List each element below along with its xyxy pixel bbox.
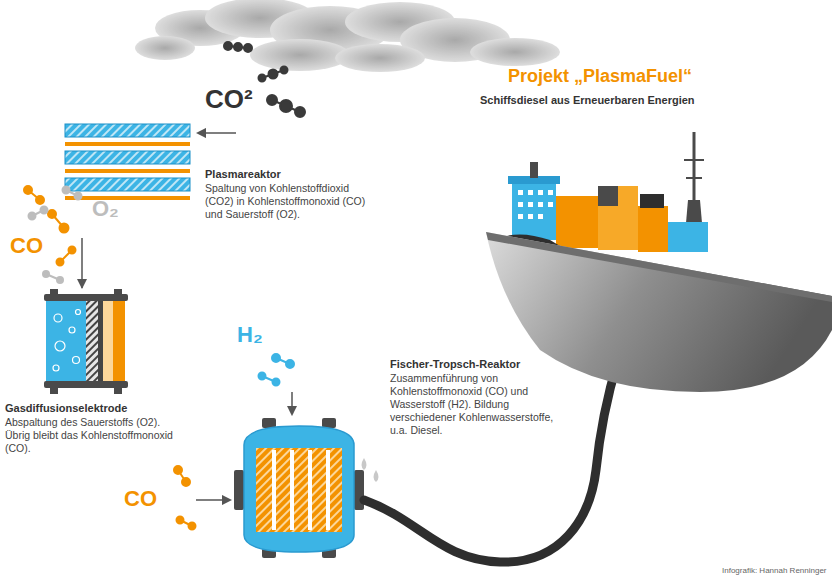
h2-molecules [259,354,295,386]
component-heading: Gasdiffusionselektrode [5,402,177,416]
text-block: Fischer-Tropsch-ReaktorZusammenführung v… [390,356,570,437]
o2-label: O₂ [92,196,119,222]
co-molecules [174,466,196,530]
text-block: GasdiffusionselektrodeAbspaltung des Sau… [5,290,177,455]
component-description: Zusammenführung von Kohlenstoffmonoxid (… [390,372,570,438]
text-block: PlasmareaktorSpaltung von Kohlenstoffdio… [205,118,367,221]
co2-label: CO² [205,84,253,115]
droplets [362,458,379,482]
component-node: GasdiffusionselektrodeAbspaltung des Sau… [5,290,183,460]
component-heading: Fischer-Tropsch-Reaktor [390,358,570,372]
gas-diffusion-electrode [44,289,128,394]
fischer-tropsch-reactor [234,418,364,558]
co2-arrow [198,132,236,134]
co-label: CO [124,486,157,512]
subtitle: Schiffsdiesel aus Erneuerbaren Energien [480,94,695,106]
h2-arrow [291,392,293,414]
fuel-hose [364,360,618,562]
flow-arrow [81,238,83,288]
co-label: CO [10,233,43,259]
ship [486,132,832,392]
credit: Infografik: Hannah Renninger [722,566,827,575]
plasma-reactor [65,124,190,200]
component-node: Fischer-Tropsch-ReaktorZusammenführung v… [228,356,573,561]
component-description: Abspaltung des Sauerstoffs (O2). Übrig b… [5,416,177,455]
h2-label: H₂ [237,322,263,348]
component-heading: Plasmareaktor [205,168,367,182]
component-description: Spaltung von Kohlenstoffdioxid (CO2) in … [205,182,367,221]
smoke-cloud [135,0,560,72]
co-arrow [196,499,230,501]
title: Projekt „PlasmaFuel“ [508,66,692,87]
